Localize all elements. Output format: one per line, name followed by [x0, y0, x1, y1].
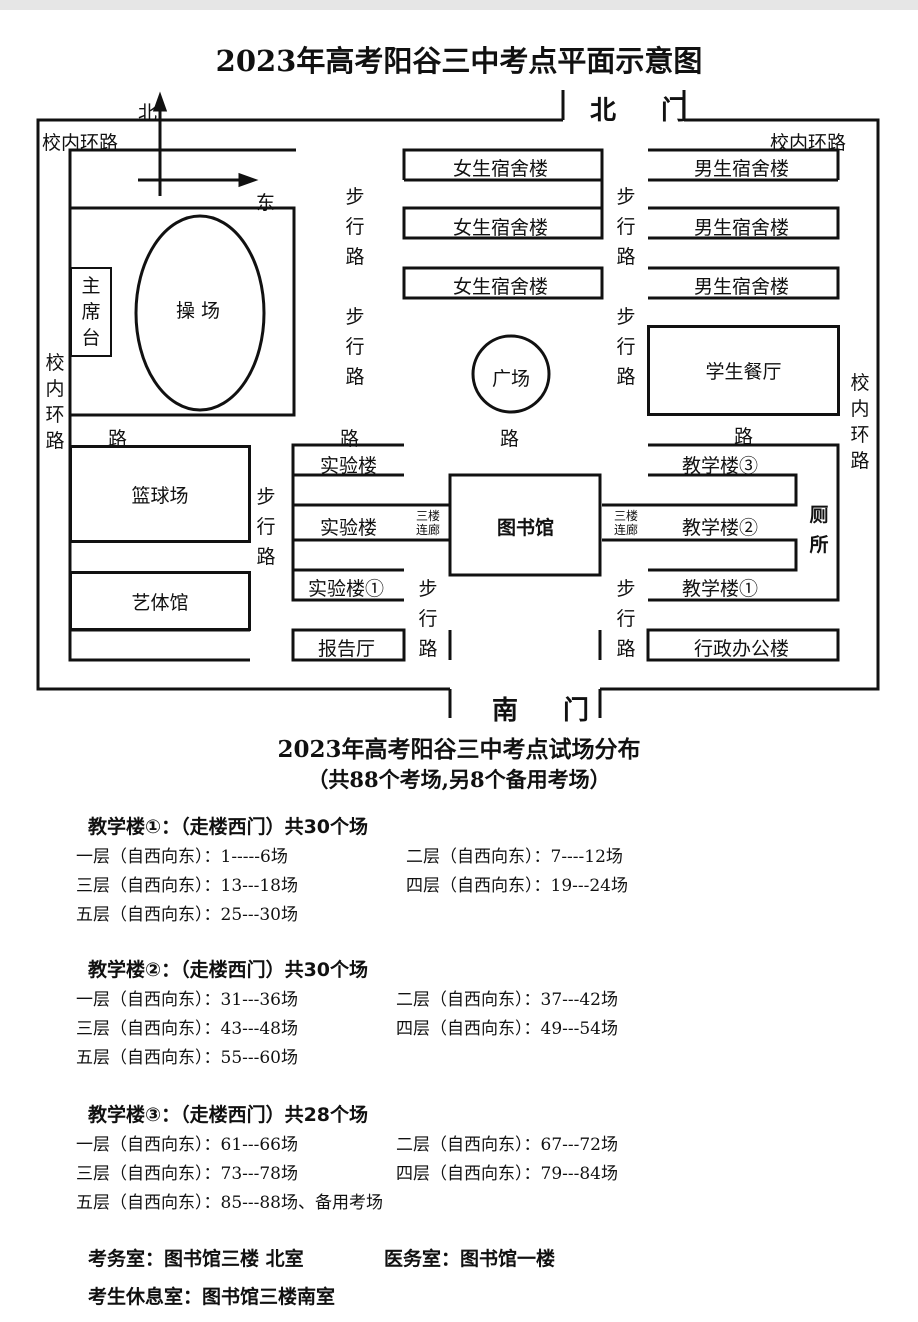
girls-dorm-1: 女生宿舍楼 [453, 158, 549, 180]
boys-dorm-2: 男生宿舍楼 [694, 217, 790, 239]
road-char-1: 路 [108, 428, 128, 450]
exam-office-info: 考务室：图书馆三楼 北室 [88, 1248, 304, 1270]
girls-dorm-3: 女生宿舍楼 [453, 276, 549, 298]
ring-road-top-left: 校内环路 [42, 132, 119, 154]
rostrum: 主席台 [70, 267, 112, 357]
floor-rooms: 五层（自西向东）：85---88场、备用考场 [76, 1193, 383, 1213]
playground-track [134, 214, 266, 412]
floor-rooms: 二层（自西向东）：67---72场 [396, 1135, 618, 1155]
girls-dorm-2: 女生宿舍楼 [453, 217, 549, 239]
dining-label: 学生餐厅 [705, 361, 782, 383]
road-char-4: 路 [734, 426, 754, 448]
playground-label: 操 场 [176, 300, 221, 322]
floor-rooms: 一层（自西向东）：61---66场 [76, 1135, 298, 1155]
floor-rooms: 二层（自西向东）：7----12场 [406, 847, 623, 867]
boys-dorm-3: 男生宿舍楼 [694, 276, 790, 298]
toilet-label: 厕所 [809, 504, 829, 556]
basketball-label: 篮球场 [131, 484, 189, 507]
ring-road-left: 校内环路 [45, 352, 65, 452]
inner-ring-right [648, 443, 840, 602]
outer-wall-west [36, 118, 563, 691]
walk-path-7: 步行路 [616, 578, 636, 660]
library-frame [448, 473, 602, 577]
walk-path-2: 步行路 [345, 306, 365, 388]
walk-path-1: 步行路 [345, 186, 365, 268]
map-lines [36, 90, 880, 718]
floor-rooms: 三层（自西向东）：13---18场 [76, 876, 298, 896]
basketball-court: 篮球场 [69, 445, 251, 543]
teaching-building-3: 教学楼③ [682, 455, 759, 477]
distribution-title: 2023年高考阳谷三中考点试场分布 [277, 736, 641, 763]
walk-path-5: 步行路 [256, 486, 276, 568]
road-char-2: 路 [340, 428, 360, 450]
floor-rooms: 一层（自西向东）：1-----6场 [76, 847, 288, 867]
road-char-3: 路 [500, 428, 520, 450]
top-strip [0, 0, 918, 10]
ring-road-right: 校内环路 [850, 372, 870, 472]
teaching-building-1: 教学楼① [682, 578, 759, 600]
rostrum-label: 主席台 [81, 275, 101, 349]
floor-rooms: 四层（自西向东）：19---24场 [406, 876, 628, 896]
section-title: 教学楼②：（走楼西门）共30个场 [88, 959, 369, 981]
compass-east: 东 [256, 192, 276, 214]
outer-wall-east [600, 118, 880, 691]
square-label: 广场 [492, 368, 531, 390]
lab-building-1: 实验楼① [308, 578, 385, 600]
admin-building: 行政办公楼 [694, 638, 790, 660]
floor-rooms: 二层（自西向东）：37---42场 [396, 990, 618, 1010]
art-gym-label: 艺体馆 [131, 591, 189, 614]
floor-rooms: 四层（自西向东）：49---54场 [396, 1019, 618, 1039]
teaching-building-2: 教学楼② [682, 517, 759, 539]
south-gate-label: 南 门 [492, 696, 608, 726]
floor-rooms: 一层（自西向东）：31---36场 [76, 990, 298, 1010]
boys-dorm-1: 男生宿舍楼 [694, 158, 790, 180]
section-title: 教学楼①：（走楼西门）共30个场 [88, 816, 369, 838]
floor-rooms: 三层（自西向东）：43---48场 [76, 1019, 298, 1039]
lab-building-b: 实验楼 [320, 517, 378, 539]
walk-path-4: 步行路 [616, 306, 636, 388]
report-hall: 报告厅 [318, 638, 376, 660]
walk-path-6: 步行路 [418, 578, 438, 660]
north-gate-label: 北 门 [590, 96, 706, 126]
corridor-left: 三楼连廊 [415, 509, 440, 537]
compass-north: 北 [138, 102, 158, 124]
art-gym: 艺体馆 [69, 571, 251, 631]
distribution-subtitle: （共88个考场,另8个备用考场） [307, 767, 611, 792]
lab-building-a: 实验楼 [320, 455, 378, 477]
floor-rooms: 五层（自西向东）：55---60场 [76, 1048, 298, 1068]
floor-rooms: 三层（自西向东）：73---78场 [76, 1164, 298, 1184]
floor-rooms: 五层（自西向东）：25---30场 [76, 905, 298, 925]
medical-room-info: 医务室：图书馆一楼 [384, 1248, 556, 1270]
library-label: 图书馆 [497, 517, 555, 539]
corridor-right: 三楼连廊 [613, 509, 638, 537]
rest-room-info: 考生休息室：图书馆三楼南室 [88, 1286, 336, 1308]
floor-rooms: 四层（自西向东）：79---84场 [396, 1164, 618, 1184]
section-title: 教学楼③：（走楼西门）共28个场 [88, 1104, 369, 1126]
ring-road-top-right: 校内环路 [770, 132, 847, 154]
walk-path-3: 步行路 [616, 186, 636, 268]
campus-map: 北 门 南 门 北 东 校内环路 校内环路 校内环路 校内环路 步行路 步行路 … [36, 90, 880, 726]
square-circle [471, 334, 551, 414]
student-dining-hall: 学生餐厅 [647, 325, 840, 416]
map-title: 2023年高考阳谷三中考点平面示意图 [215, 44, 703, 78]
